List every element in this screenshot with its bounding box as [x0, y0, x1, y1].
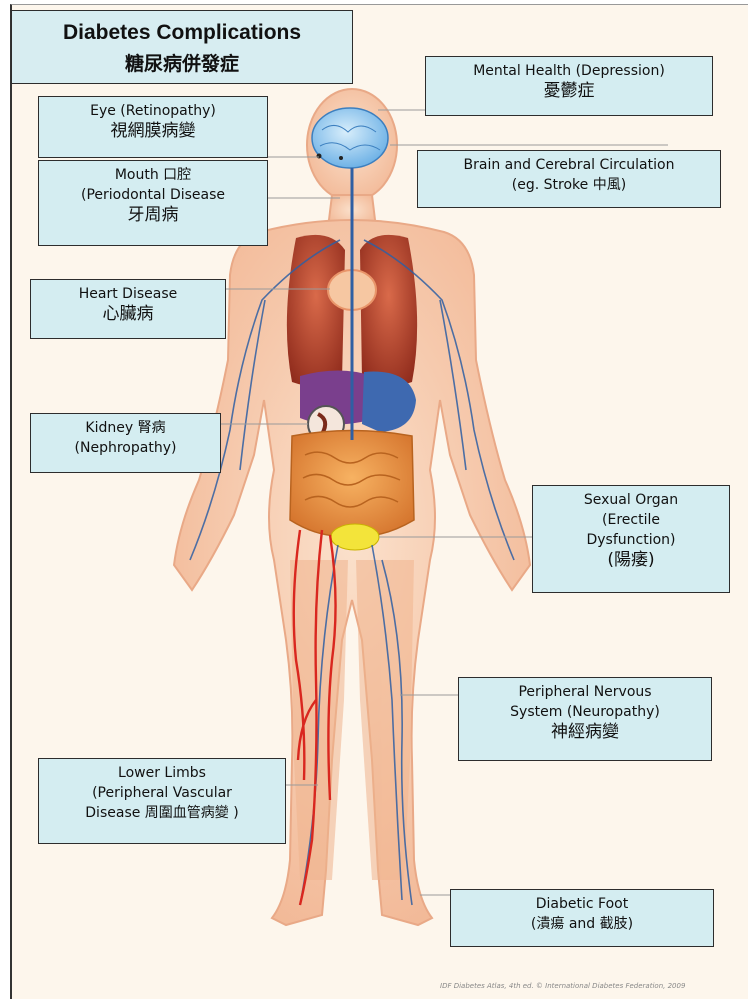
label-mouth: Mouth 口腔 (Periodontal Disease 牙周病: [38, 160, 268, 246]
label-peripheral-nervous: Peripheral Nervous System (Neuropathy) 神…: [458, 677, 712, 761]
label-diabetic-foot: Diabetic Foot (潰瘍 and 截肢): [450, 889, 714, 947]
leg-muscles: [290, 560, 414, 880]
label-mental-health: Mental Health (Depression) 憂鬱症: [425, 56, 713, 116]
credit-text: IDF Diabetes Atlas, 4th ed. © Internatio…: [440, 982, 685, 990]
title-box: Diabetes Complications 糖尿病併發症: [11, 10, 353, 84]
label-brain: Brain and Cerebral Circulation (eg. Stro…: [417, 150, 721, 208]
title-english: Diabetes Complications: [12, 21, 352, 45]
label-heart: Heart Disease 心臟病: [30, 279, 226, 339]
intestines: [290, 431, 414, 537]
eye-dot: [317, 154, 322, 159]
label-lower-limbs: Lower Limbs (Peripheral Vascular Disease…: [38, 758, 286, 844]
label-eye: Eye (Retinopathy) 視網膜病變: [38, 96, 268, 158]
label-kidney: Kidney 腎病 (Nephropathy): [30, 413, 221, 473]
label-sexual-organ: Sexual Organ (Erectile Dysfunction) (陽痿): [532, 485, 730, 593]
title-chinese: 糖尿病併發症: [12, 49, 352, 76]
brain: [312, 108, 388, 168]
